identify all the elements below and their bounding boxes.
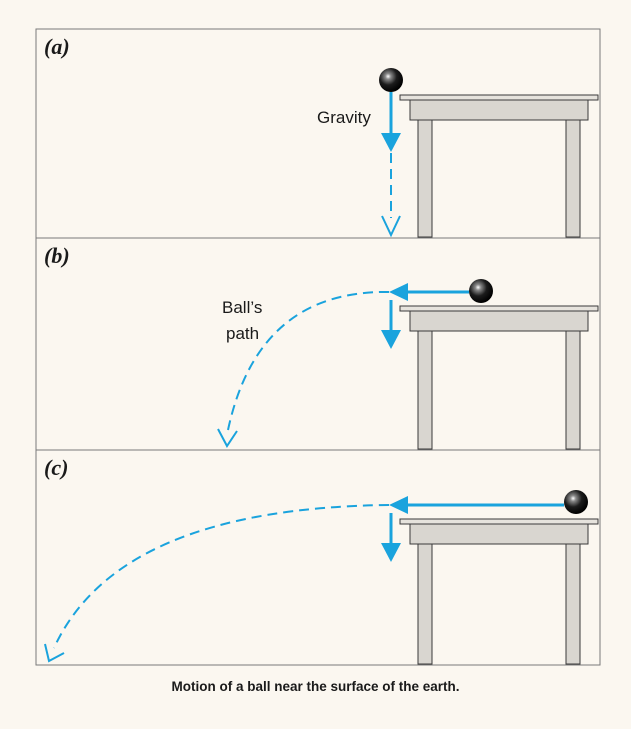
- trajectory-c: [44, 504, 390, 663]
- velocity-arrow-b: [389, 283, 469, 301]
- trajectory-b: [217, 290, 390, 448]
- fall-path-a: [381, 153, 401, 238]
- ball-path-label-line2: path: [226, 324, 259, 343]
- gravity-label: Gravity: [317, 108, 371, 127]
- ball-path-label-line1: Ball’s: [222, 298, 262, 317]
- panel-c-frame: [35, 449, 601, 666]
- ball-b: [469, 279, 493, 303]
- ball-c: [564, 490, 588, 514]
- gravity-arrow-c: [381, 513, 401, 562]
- panel-a: (a) Gravity: [35, 28, 601, 239]
- panel-a-frame: [35, 28, 601, 239]
- panel-b-label: (b): [44, 243, 70, 268]
- panel-c: (c): [35, 449, 601, 666]
- table-b: [399, 305, 599, 450]
- figure-caption: Motion of a ball near the surface of the…: [171, 679, 460, 694]
- table-a: [399, 94, 599, 238]
- velocity-arrow-c: [389, 496, 564, 514]
- panel-c-label: (c): [44, 455, 68, 480]
- panel-b: (b) Ball’s path: [35, 237, 601, 451]
- panel-a-label: (a): [44, 34, 70, 59]
- table-c: [399, 518, 599, 665]
- gravity-arrow-b: [381, 300, 401, 349]
- gravity-arrow-a: [381, 92, 401, 152]
- ball-a: [379, 68, 403, 92]
- panel-b-frame: [35, 237, 601, 451]
